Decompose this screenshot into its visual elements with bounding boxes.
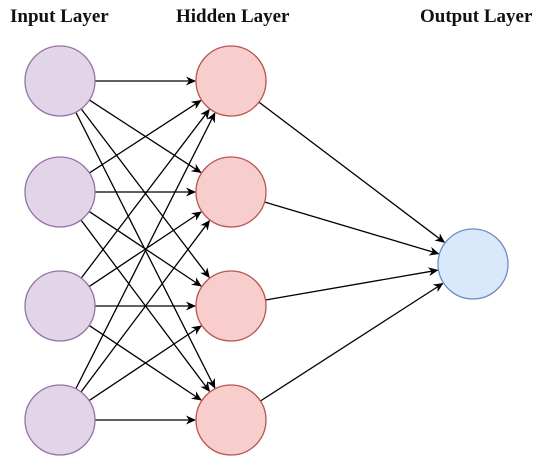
hidden-neuron-1 <box>195 45 267 117</box>
output-neuron-1 <box>437 228 509 300</box>
input-hidden-edge-4-1 <box>75 112 216 390</box>
input-hidden-edge-2-1 <box>89 100 202 174</box>
hidden-output-edge-1-1 <box>258 101 446 243</box>
input-neuron-4 <box>24 384 96 456</box>
input-hidden-edge-4-2 <box>80 220 210 393</box>
hidden-output-edge-2-1 <box>264 201 440 256</box>
output-layer-title: Output Layer <box>420 6 533 27</box>
hidden-output-edge-3-1 <box>265 267 439 301</box>
input-hidden-edge-4-3 <box>88 325 202 402</box>
input-hidden-edge-3-1 <box>80 108 210 279</box>
input-neuron-1 <box>24 45 96 117</box>
hidden-neuron-3 <box>195 270 267 342</box>
connections-group <box>75 76 446 425</box>
input-neuron-3 <box>24 270 96 342</box>
input-layer-title: Input Layer <box>10 6 109 27</box>
hidden-output-edge-4-1 <box>260 282 444 402</box>
hidden-neuron-4 <box>195 384 267 456</box>
input-hidden-edge-3-2 <box>88 211 202 288</box>
input-neuron-2 <box>24 156 96 228</box>
hidden-layer-title: Hidden Layer <box>176 6 290 27</box>
neurons-group <box>24 45 509 456</box>
hidden-neuron-2 <box>195 156 267 228</box>
